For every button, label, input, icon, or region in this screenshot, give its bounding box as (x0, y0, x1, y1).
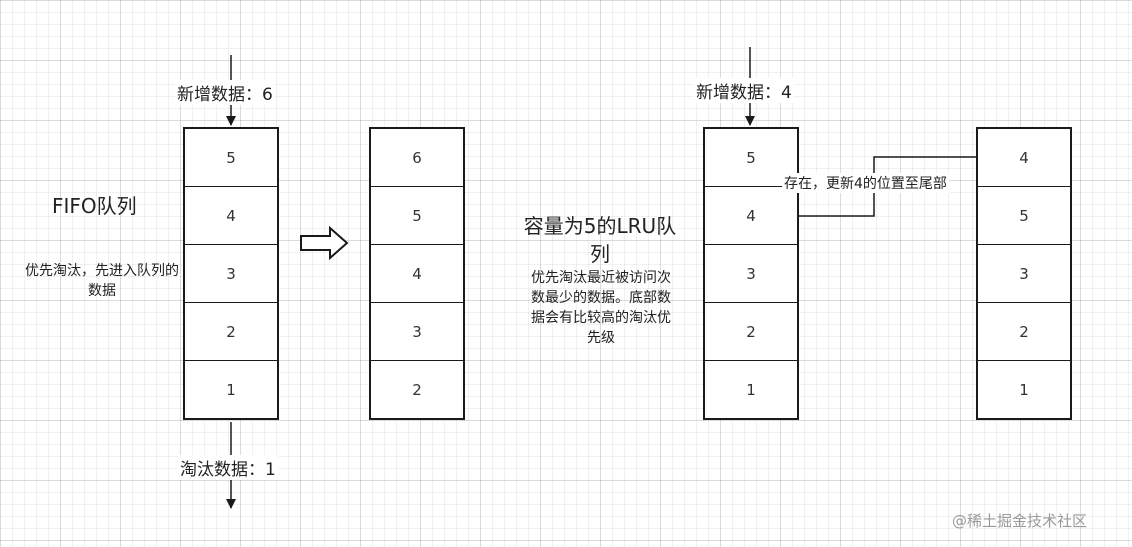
queue-cell: 4 (1019, 148, 1029, 167)
queue-cell: 1 (185, 360, 277, 418)
fifo-queue-after: 6 5 4 3 2 (369, 127, 465, 420)
queue-cell: 2 (185, 302, 277, 360)
queue-cell: 6 (412, 148, 422, 167)
lru-queue-before: 5 4 3 2 1 (703, 127, 799, 420)
fifo-new-data-label: 新增数据：6 (175, 80, 275, 105)
queue-cell: 3 (705, 244, 797, 302)
queue-cell: 2 (705, 302, 797, 360)
queue-cell: 5 (226, 148, 236, 167)
transform-arrow-icon (300, 225, 349, 261)
queue-cell: 4 (705, 186, 797, 244)
lru-title: 容量为5的LRU队列 (523, 214, 677, 266)
queue-cell: 2 (978, 302, 1070, 360)
queue-cell: 4 (185, 186, 277, 244)
fifo-description: 优先淘汰，先进入队列的数据 (25, 263, 179, 299)
queue-cell: 3 (185, 244, 277, 302)
fifo-title: FIFO队列 (52, 194, 137, 218)
fifo-evict-label: 淘汰数据：1 (178, 455, 278, 480)
queue-cell: 4 (371, 244, 463, 302)
queue-cell: 1 (705, 360, 797, 418)
queue-cell: 5 (746, 148, 756, 167)
lru-update-note: 存在，更新4的位置至尾部 (782, 173, 949, 193)
lru-queue-after: 4 5 3 2 1 (976, 127, 1072, 420)
queue-cell: 1 (978, 360, 1070, 418)
fifo-queue-before: 5 4 3 2 1 (183, 127, 279, 420)
queue-cell: 5 (978, 186, 1070, 244)
queue-cell: 2 (371, 360, 463, 418)
queue-cell: 3 (371, 302, 463, 360)
queue-cell: 5 (371, 186, 463, 244)
lru-description: 优先淘汰最近被访问次数最少的数据。底部数据会有比较高的淘汰优先级 (531, 270, 671, 346)
queue-cell: 3 (978, 244, 1070, 302)
lru-new-data-label: 新增数据：4 (694, 78, 794, 103)
watermark-text: @稀土掘金技术社区 (952, 512, 1088, 530)
